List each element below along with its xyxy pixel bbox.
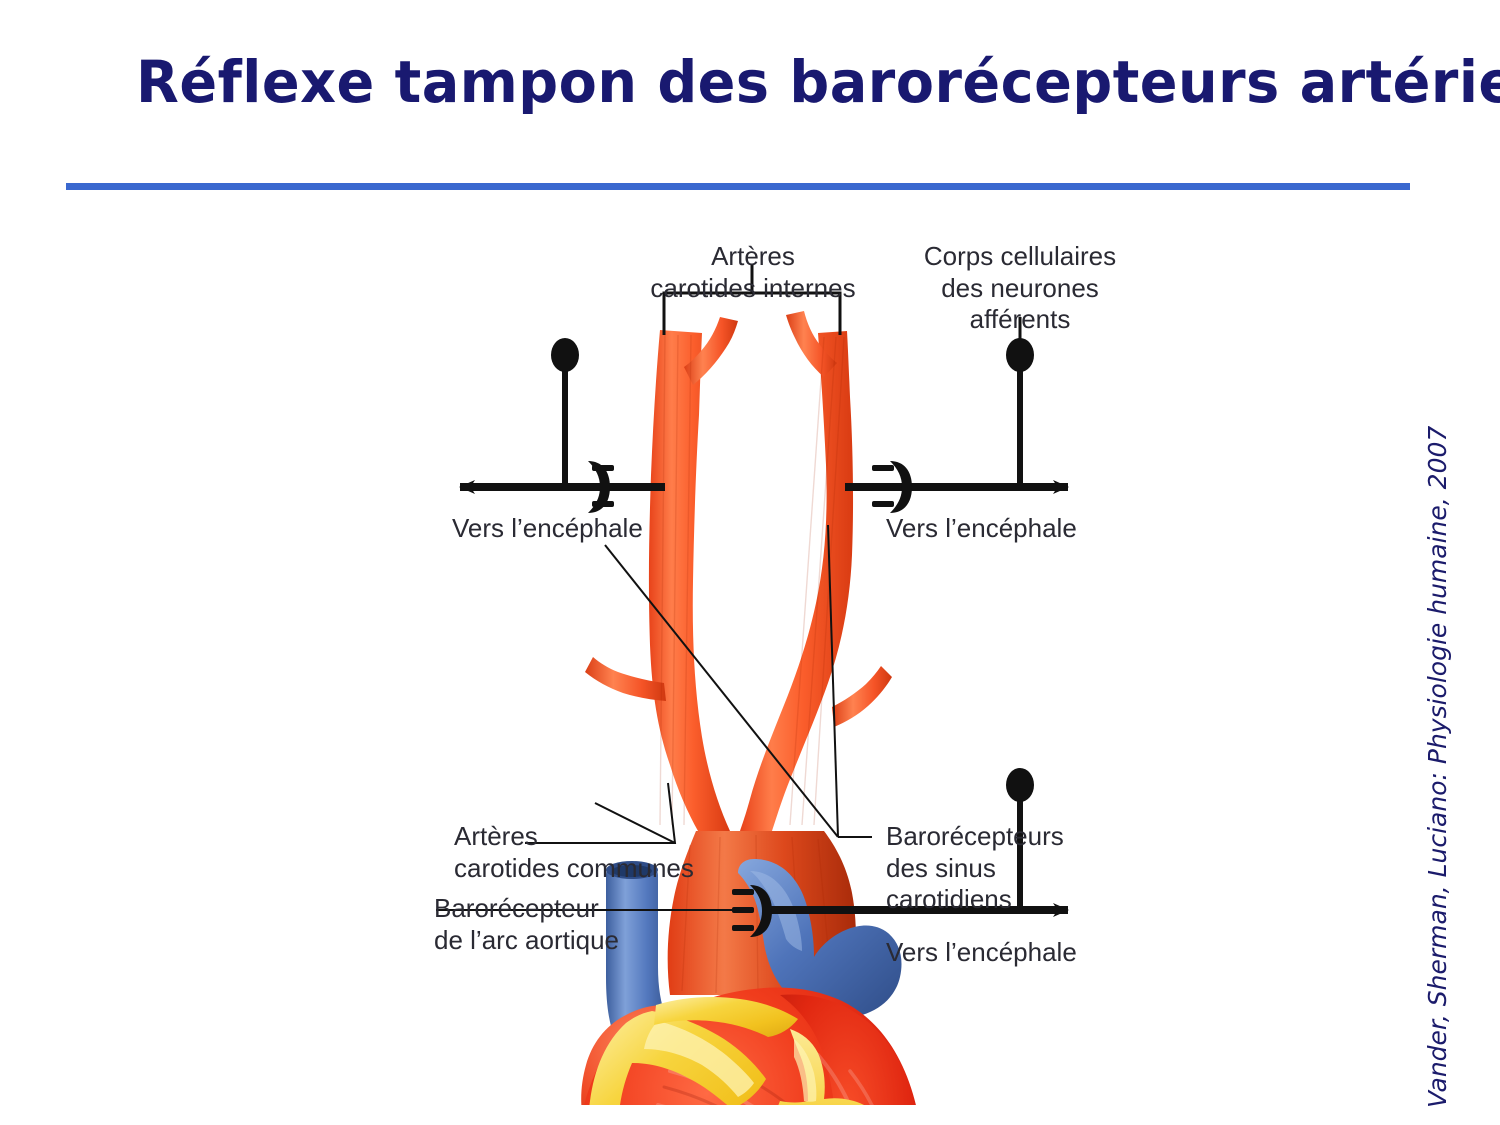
page-title: Réflexe tampon des barorécepteurs artéri… [136, 48, 1500, 116]
atrioventricular-fat [654, 997, 798, 1037]
vena-cava-lumen-inner [612, 865, 652, 877]
label-vers-encephale-aortic: Vers l’encéphale [886, 937, 1077, 969]
label-line: des neurones [941, 272, 1099, 303]
heart [581, 859, 916, 1105]
afferent-neuron-cell-body-left [551, 338, 579, 372]
pulmonary-artery-highlight [750, 871, 802, 951]
afferent-neuron-cell-bodies [551, 338, 1034, 802]
label-line: Artères [711, 241, 795, 271]
label-line: carotides communes [454, 852, 694, 883]
label-vers-encephale-left: Vers l’encéphale [452, 513, 643, 545]
diagram-svg [436, 265, 1069, 1105]
common-carotid-artery-left [648, 330, 730, 831]
label-line: Vers l’encéphale [886, 937, 1077, 967]
carotid-sinus-baroreceptor-right [872, 461, 912, 513]
label-line: carotidiens [886, 884, 1012, 915]
label-line: carotides internes [650, 272, 856, 303]
carotid-sinus-baroreceptor-left [588, 461, 614, 513]
label-line: Artères [454, 821, 538, 851]
afferent-neuron-cell-body-right [1006, 338, 1034, 372]
label-line: Barorécepteurs [886, 821, 1064, 851]
baroreceptor-endings [588, 461, 912, 937]
citation-text: Vander, Sherman, Luciano: Physiologie hu… [1423, 425, 1452, 1108]
subclavian-branch-right [832, 666, 892, 727]
external-carotid-branch-right [786, 311, 837, 377]
aortic-arch-baroreceptor [732, 885, 772, 937]
leader-baro-sinus-c [827, 524, 839, 838]
label-line: Corps cellulaires [923, 241, 1117, 271]
leader-baro-sinus-b [604, 544, 839, 838]
label-line: Vers l’encéphale [886, 513, 1077, 543]
leader-carotides-communes [525, 782, 677, 844]
superior-thyroid-branch-left [585, 657, 666, 701]
afferent-neuron-cell-body-aortic [1006, 768, 1034, 802]
superior-vena-cava [606, 865, 670, 1051]
coronary-vessel-left-highlight [644, 1021, 754, 1097]
title-divider [66, 183, 1410, 190]
label-line: afférents [969, 304, 1071, 335]
label-line: de l’arc aortique [434, 924, 619, 955]
label-line: Vers l’encéphale [452, 513, 643, 543]
label-vers-encephale-right: Vers l’encéphale [886, 513, 1077, 545]
label-line: Barorécepteur [434, 893, 599, 923]
coronary-vessel-left [589, 1011, 766, 1105]
external-carotid-branch-left [684, 317, 738, 385]
coronary-vessel-right-highlight [794, 1039, 817, 1102]
label-line: des sinus [886, 852, 996, 883]
left-ventricle-shading [780, 994, 916, 1105]
